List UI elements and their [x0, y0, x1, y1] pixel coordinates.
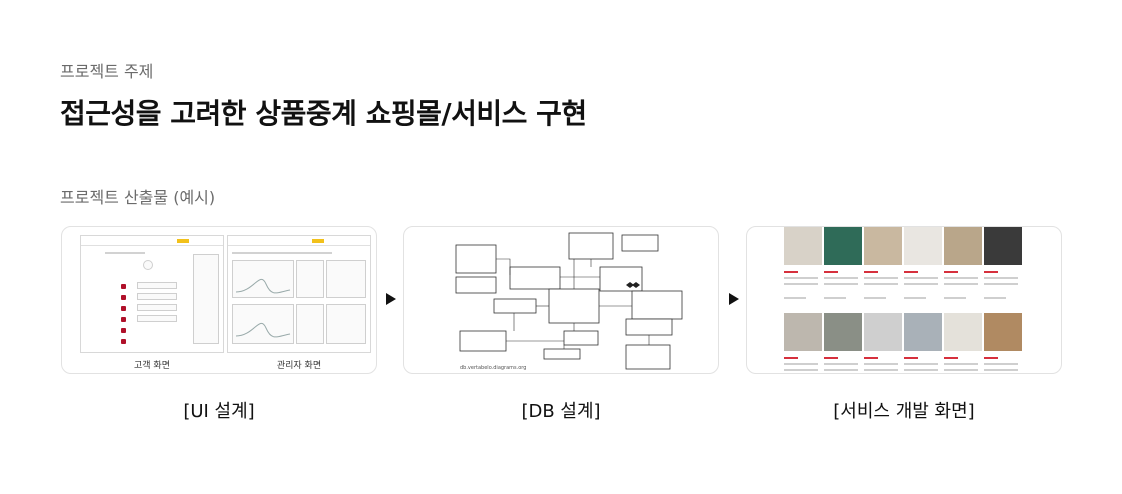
product-price: [904, 357, 918, 359]
product-text-line: [904, 283, 938, 285]
product-text-line: [984, 363, 1018, 365]
customer-screen-wireframe: [80, 235, 224, 353]
product-text-line: [864, 363, 898, 365]
seller-info-line: [824, 297, 846, 299]
ui-design-caption: [UI 설계]: [183, 401, 255, 422]
product-text-line: [944, 369, 978, 371]
product-text-line: [864, 283, 898, 285]
product-price: [984, 357, 998, 359]
product-thumbnail[interactable]: [944, 227, 982, 265]
arrow-right-icon: [386, 293, 396, 305]
product-price: [824, 271, 838, 273]
seller-info-line: [784, 297, 806, 299]
product-text-line: [864, 369, 898, 371]
service-screens-caption: [서비스 개발 화면]: [833, 401, 975, 422]
seller-info-line: [944, 297, 966, 299]
product-price: [784, 357, 798, 359]
product-text-line: [904, 363, 938, 365]
erd-diagram: db.vertabelo.diagrams.org: [455, 232, 683, 371]
product-text-line: [984, 283, 1018, 285]
product-text-line: [784, 283, 818, 285]
seller-info-line: [864, 297, 886, 299]
product-text-line: [824, 369, 858, 371]
db-design-card: db.vertabelo.diagrams.org: [403, 226, 719, 374]
product-thumbnail[interactable]: [824, 313, 862, 351]
line-chart-icon: [235, 322, 291, 338]
product-thumbnail[interactable]: [784, 227, 822, 265]
product-thumbnail[interactable]: [864, 313, 902, 351]
product-price: [864, 271, 878, 273]
service-screens-card: [746, 226, 1062, 374]
seller-info-line: [984, 297, 1006, 299]
deliverables-label: 프로젝트 산출물 (예시): [60, 188, 216, 207]
product-text-line: [944, 277, 978, 279]
project-subtitle: 프로젝트 주제: [60, 62, 154, 81]
admin-screen-wireframe: [227, 235, 371, 353]
product-text-line: [984, 369, 1018, 371]
product-price: [864, 357, 878, 359]
product-text-line: [904, 369, 938, 371]
arrow-right-icon: [729, 293, 739, 305]
product-thumbnail[interactable]: [904, 313, 942, 351]
product-text-line: [944, 283, 978, 285]
product-text-line: [824, 363, 858, 365]
product-text-line: [904, 277, 938, 279]
product-price: [944, 271, 958, 273]
db-design-caption: [DB 설계]: [521, 401, 601, 422]
product-thumbnail[interactable]: [784, 313, 822, 351]
product-thumbnail[interactable]: [984, 227, 1022, 265]
line-chart-icon: [235, 278, 291, 294]
erd-watermark: db.vertabelo.diagrams.org: [460, 365, 526, 371]
project-title: 접근성을 고려한 상품중계 쇼핑몰/서비스 구현: [60, 97, 587, 130]
product-thumbnail[interactable]: [824, 227, 862, 265]
product-text-line: [784, 363, 818, 365]
product-text-line: [984, 277, 1018, 279]
ui-design-card: 고객 화면 관리자 화면: [61, 226, 377, 374]
product-thumbnail[interactable]: [944, 313, 982, 351]
product-text-line: [824, 283, 858, 285]
product-text-line: [864, 277, 898, 279]
product-price: [784, 271, 798, 273]
product-price: [824, 357, 838, 359]
product-text-line: [944, 363, 978, 365]
product-price: [904, 271, 918, 273]
product-thumbnail[interactable]: [864, 227, 902, 265]
product-text-line: [784, 277, 818, 279]
product-thumbnail[interactable]: [904, 227, 942, 265]
customer-screen-label: 고객 화면: [134, 361, 170, 371]
admin-screen-label: 관리자 화면: [276, 361, 322, 371]
product-text-line: [784, 369, 818, 371]
seller-info-line: [904, 297, 926, 299]
product-price: [944, 357, 958, 359]
product-text-line: [824, 277, 858, 279]
product-thumbnail[interactable]: [984, 313, 1022, 351]
product-price: [984, 271, 998, 273]
